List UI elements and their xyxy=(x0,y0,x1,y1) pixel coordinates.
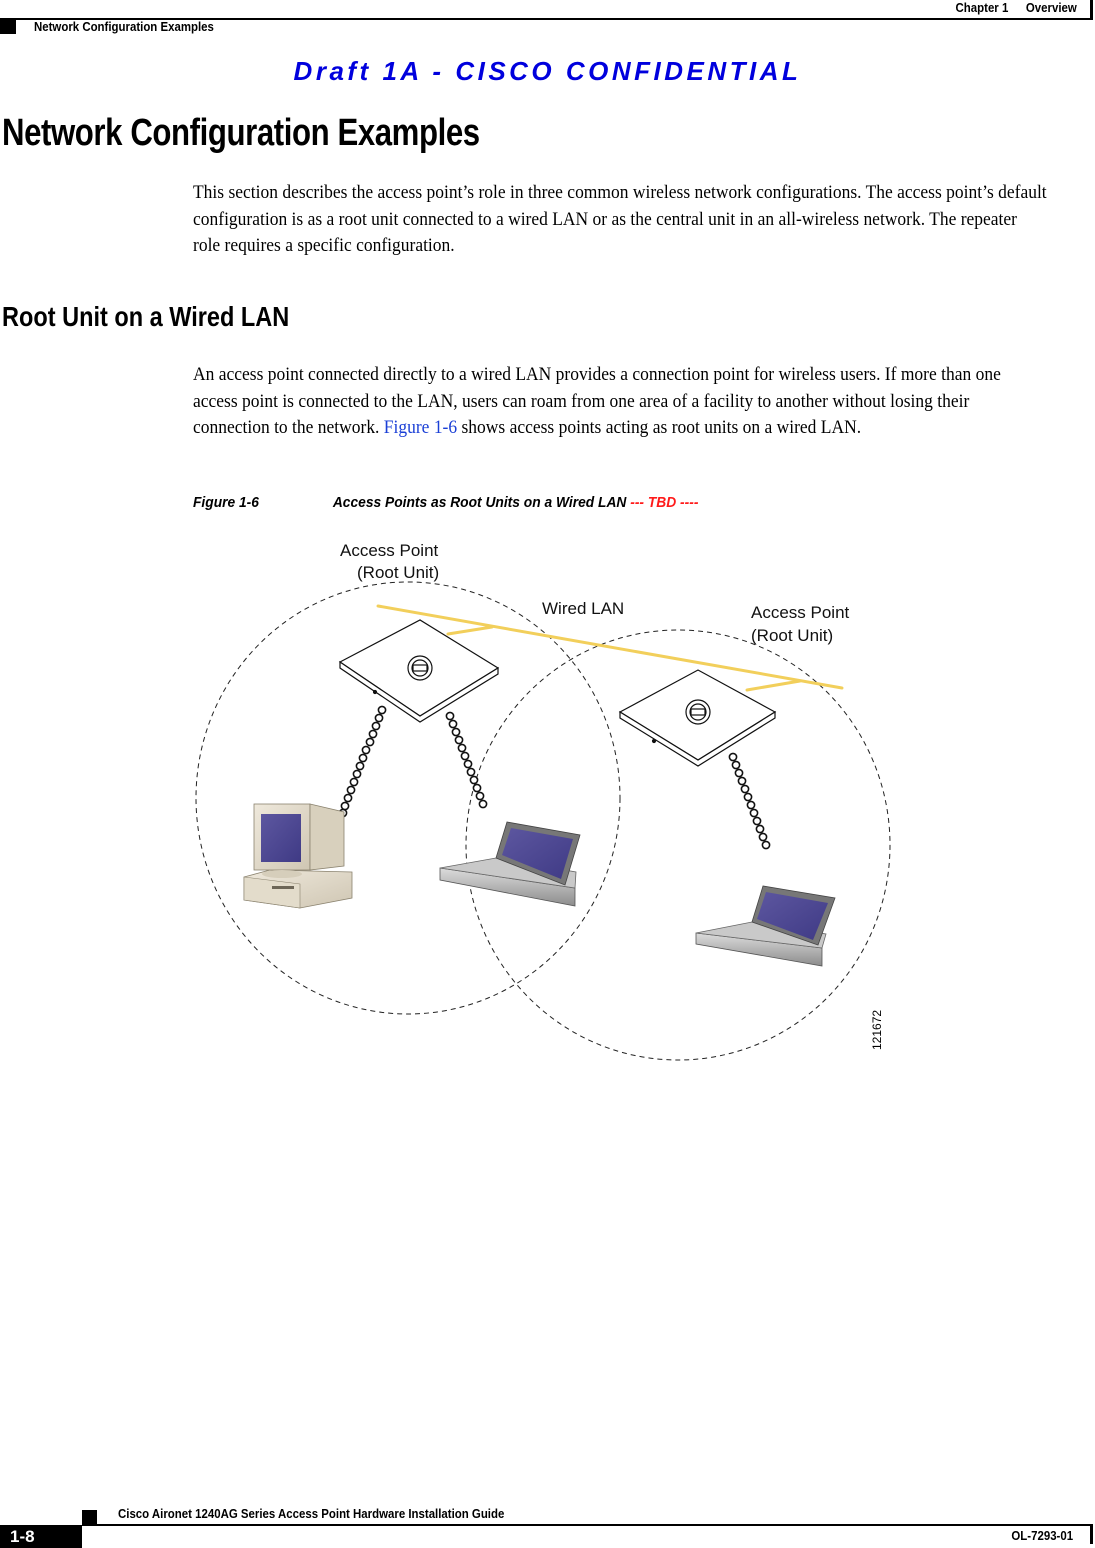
figure-caption: Figure 1-6 Access Points as Root Units on… xyxy=(193,494,698,511)
radio-link-ap-right-to-laptop-icon xyxy=(728,752,771,850)
header-chapter-title: Overview xyxy=(1026,0,1077,15)
radio-link-ap-left-to-laptop-icon xyxy=(445,711,488,809)
label-wired-lan: Wired LAN xyxy=(542,599,625,618)
coverage-area-left xyxy=(195,581,621,1015)
draft-banner: Draft 1A - CISCO CONFIDENTIAL xyxy=(293,56,802,86)
header-right-bar xyxy=(1090,0,1093,20)
header-section: Network Configuration Examples xyxy=(34,19,214,34)
footer-guide-title: Cisco Aironet 1240AG Series Access Point… xyxy=(118,1506,505,1521)
label-access-point-left: Access Point xyxy=(340,541,439,560)
desktop-computer-icon xyxy=(243,803,353,909)
header-chapter: Chapter 1 xyxy=(955,0,1009,15)
figure-caption-text: Access Points as Root Units on a Wired L… xyxy=(332,494,627,511)
subsection-body: An access point connected directly to a … xyxy=(193,362,1048,442)
section-title: Network Configuration Examples xyxy=(2,112,480,154)
figure-link[interactable]: Figure 1-6 xyxy=(383,418,458,438)
footer-page-number: 1-8 xyxy=(0,1525,82,1548)
label-root-unit-left: (Root Unit) xyxy=(357,563,440,582)
figure-id: 121672 xyxy=(870,1009,884,1050)
footer-rule xyxy=(82,1524,1091,1526)
radio-link-ap-left-to-desktop-icon xyxy=(338,705,387,818)
wired-lan-cable xyxy=(376,604,844,692)
body-text-continued: shows access points acting as root units… xyxy=(457,418,862,438)
laptop-right-icon xyxy=(695,885,836,967)
access-point-right-icon xyxy=(618,669,777,767)
access-point-left-icon xyxy=(338,619,500,723)
footer-marker-block xyxy=(82,1510,97,1525)
label-root-unit-right: (Root Unit) xyxy=(751,626,834,645)
coverage-area-right xyxy=(465,629,891,1061)
subsection-title: Root Unit on a Wired LAN xyxy=(2,301,290,332)
header-rule xyxy=(0,18,1091,20)
footer-doc-number: OL-7293-01 xyxy=(1011,1528,1073,1543)
body-text: An access point connected directly to a … xyxy=(193,365,1001,438)
section-intro: This section describes the access point’… xyxy=(193,183,1047,256)
laptop-left-icon xyxy=(439,821,581,907)
label-access-point-right: Access Point xyxy=(751,603,850,622)
header-marker-block xyxy=(0,20,16,34)
footer-right-bar xyxy=(1090,1524,1093,1544)
figure-number: Figure 1-6 xyxy=(193,494,259,511)
header-chapter-info: Chapter 1 Overview xyxy=(956,0,1077,18)
figure-tbd-marker: --- TBD ---- xyxy=(630,494,699,511)
